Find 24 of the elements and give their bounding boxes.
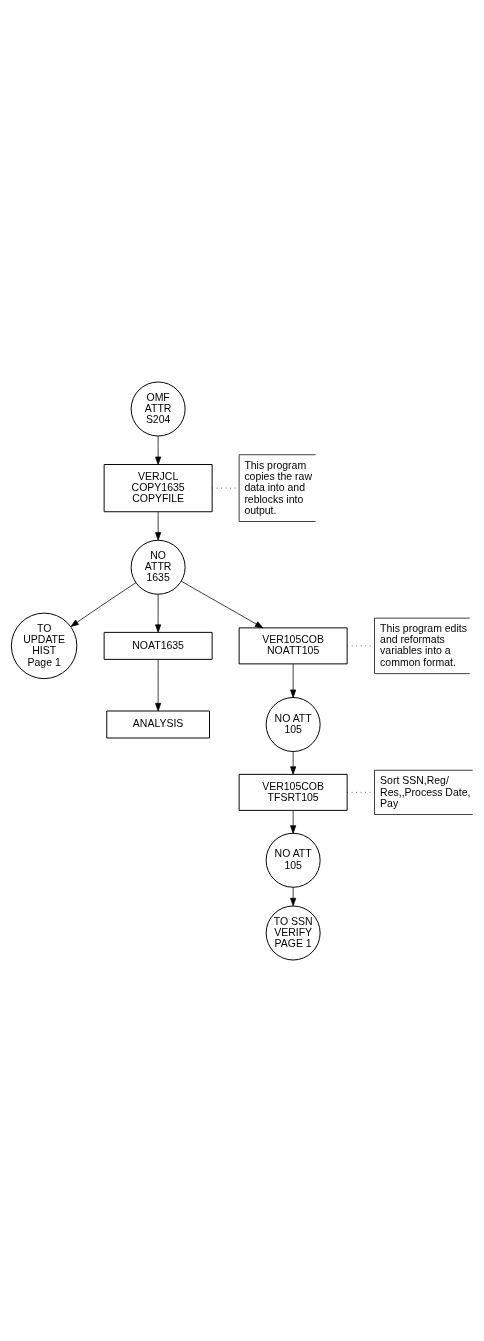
node-circle: NO ATT 105: [265, 696, 321, 752]
node-text: Sort SSN,Reg/ Res,,Process Date, Pay: [380, 774, 471, 809]
arrow: [155, 593, 162, 633]
arrow: [155, 435, 162, 465]
connector: [346, 791, 375, 793]
node-box: ANALYSIS: [106, 710, 210, 738]
arrow: [290, 750, 297, 775]
node-circle: NO ATT 105: [265, 832, 321, 888]
arrow: [70, 581, 137, 627]
node-text: This program edits and reformats variables into a common format.: [380, 622, 467, 668]
node-circle: NO ATTR 1635: [130, 539, 186, 595]
node-circle: OMF ATTR S204: [130, 381, 186, 436]
node-text: This program copies the raw data into and reblocks into output.: [244, 459, 312, 516]
node-box: VERJCL COPY1635 COPYFILE: [103, 463, 213, 512]
arrow: [155, 658, 162, 711]
node-box: VER105COB TFSRT105: [238, 773, 348, 811]
arrow: [290, 886, 297, 906]
node-box: VER105COB NOATT105: [238, 626, 348, 664]
arrow: [290, 663, 297, 698]
arrow: [180, 580, 264, 628]
node-box: NOAT1635: [103, 631, 213, 660]
arrow: [290, 809, 297, 834]
node-circle: TO SSN VERIFY PAGE 1: [265, 905, 321, 960]
arrow: [155, 511, 162, 540]
